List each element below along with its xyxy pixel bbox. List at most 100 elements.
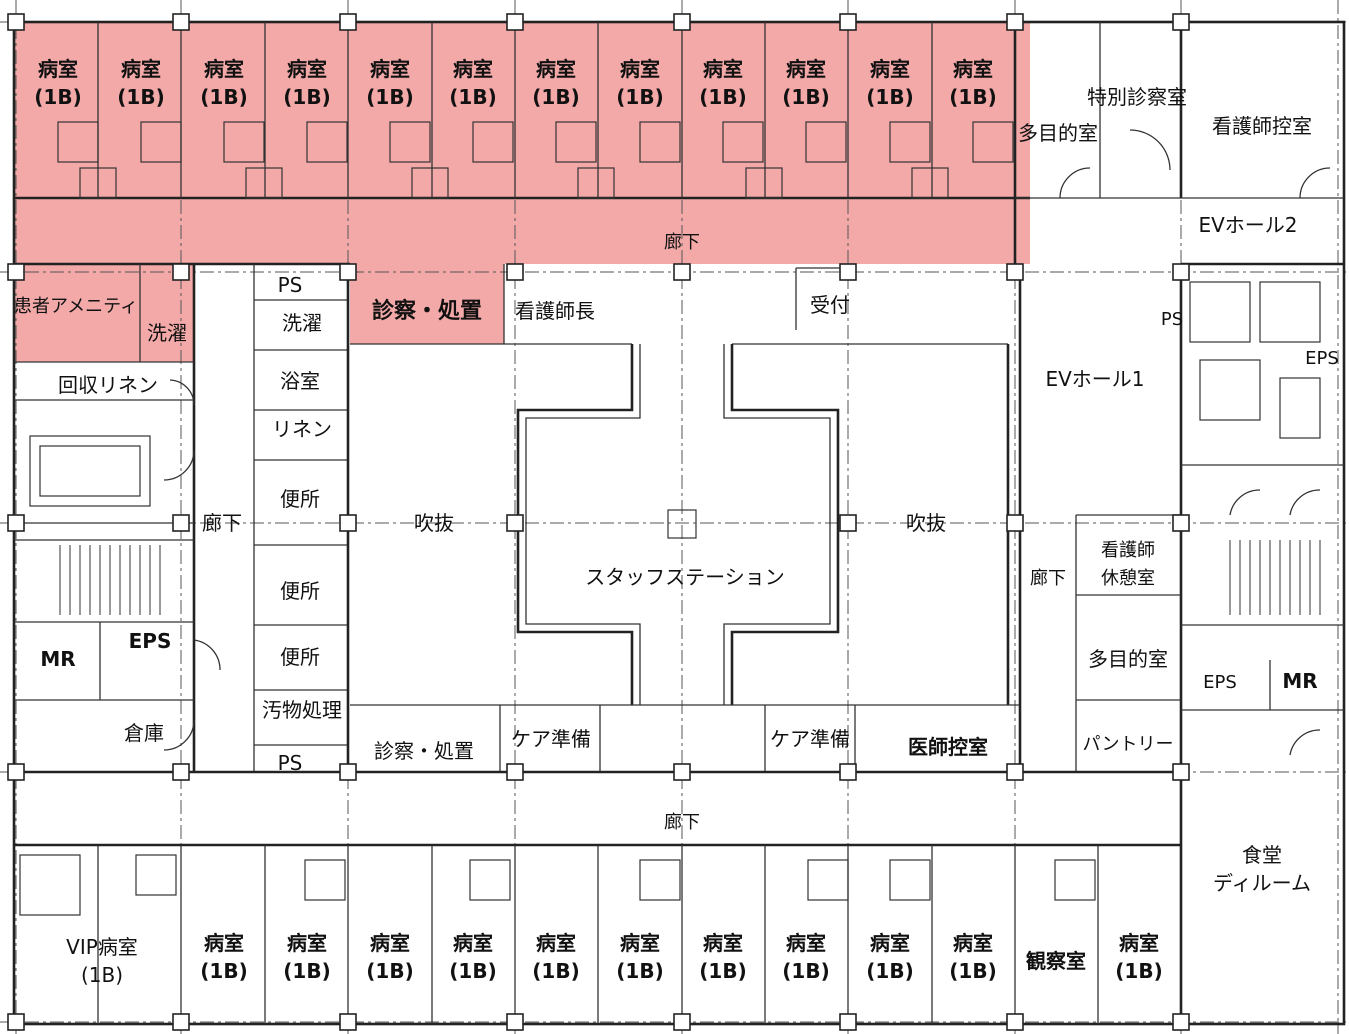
eps-label: EPS (129, 629, 172, 653)
room-class: (1B) (699, 85, 746, 109)
eps-label: EPS (1305, 348, 1339, 369)
eps-label: EPS (1203, 672, 1237, 693)
room-class: (1B) (449, 85, 496, 109)
room-class: (1B) (1115, 959, 1162, 983)
ps-label: PS (278, 273, 303, 297)
corridor-label: 廊下 (664, 232, 700, 253)
top-room-labels: 病室 (1B) 病室 (1B) 病室 (1B) 病室 (1B) 病室 (1B) … (34, 57, 996, 109)
room-class: (1B) (283, 85, 330, 109)
corridor-label: 廊下 (1030, 568, 1066, 589)
room-class: (1B) (782, 85, 829, 109)
nurse-rest-label: 看護師 (1101, 540, 1155, 561)
room-label: 病室 (953, 931, 993, 955)
bath-label: 浴室 (280, 369, 320, 393)
room-label: 病室 (38, 57, 78, 81)
room-class: (1B) (782, 959, 829, 983)
room-label: 病室 (786, 931, 826, 955)
toilet-label: 便所 (280, 579, 320, 603)
highlight-zone (14, 22, 1030, 362)
soiled-utility-label: 汚物処理 (262, 698, 342, 722)
storage-label: 倉庫 (124, 721, 164, 745)
room-class: (1B) (200, 959, 247, 983)
toilet-label: 便所 (280, 487, 320, 511)
room-class: (1B) (866, 85, 913, 109)
ps-label: PS (278, 751, 303, 775)
room-class: (1B) (117, 85, 164, 109)
nurse-rest-label: 休憩室 (1101, 568, 1155, 589)
right-stairs (1229, 540, 1321, 615)
toilet-label: 便所 (280, 645, 320, 669)
room-label: 病室 (786, 57, 826, 81)
pantry-label: パントリー (1083, 734, 1174, 755)
ev-hall-1-label: EVホール1 (1045, 367, 1144, 391)
room-labels: 特別診察室 多目的室 看護師控室 EVホール2 廊下 患者アメニティ 洗濯 PS… (14, 85, 1339, 895)
room-class: (1B) (532, 959, 579, 983)
room-class: (1B) (616, 85, 663, 109)
top-room-walls (14, 22, 1030, 264)
room-label: 病室 (703, 57, 743, 81)
room-class: (1B) (34, 85, 81, 109)
room-class: (1B) (366, 959, 413, 983)
nurse-waiting-label: 看護師控室 (1212, 114, 1312, 138)
mr-label: MR (40, 647, 75, 671)
special-exam-label: 特別診察室 (1087, 85, 1187, 109)
care-prep-label: ケア準備 (770, 727, 850, 751)
room-class: (1B) (866, 959, 913, 983)
care-prep-label: ケア準備 (511, 727, 591, 751)
bottom-room-labels: VIP病室 (1B) 病室 (1B) 病室 (1B) 病室 (1B) 病室 (1… (66, 931, 1163, 987)
room-label: 病室 (953, 57, 993, 81)
staff-station-label: スタッフステーション (585, 565, 785, 589)
mr-label: MR (1282, 669, 1317, 693)
room-class: (1B) (200, 85, 247, 109)
upper-right-walls (1015, 22, 1344, 266)
multipurpose-label: 多目的室 (1018, 121, 1098, 145)
room-class: (1B) (283, 959, 330, 983)
vip-room-class: (1B) (81, 963, 123, 987)
room-label: 病室 (287, 57, 327, 81)
room-label: 病室 (620, 931, 660, 955)
room-label: 病室 (703, 931, 743, 955)
room-class: (1B) (616, 959, 663, 983)
reception-label: 受付 (810, 293, 850, 317)
ps-label: PS (1161, 309, 1183, 330)
atrium-label: 吹抜 (414, 511, 454, 535)
room-label: 病室 (870, 931, 910, 955)
structural-columns (7, 13, 1190, 1031)
exam-treatment-label: 診察・処置 (374, 739, 474, 763)
dining-label: ディルーム (1213, 871, 1311, 895)
room-class: (1B) (949, 959, 996, 983)
top-room-fixtures (57, 121, 1014, 199)
room-class: (1B) (949, 85, 996, 109)
head-nurse-label: 看護師長 (515, 299, 595, 323)
room-label: 病室 (121, 57, 161, 81)
room-class: (1B) (449, 959, 496, 983)
room-label: 病室 (370, 57, 410, 81)
room-label: 病室 (1119, 931, 1159, 955)
linen-label: リネン (272, 417, 332, 441)
corridor-label: 廊下 (202, 511, 242, 535)
doctor-room-label: 医師控室 (908, 735, 988, 759)
room-label: 病室 (204, 931, 244, 955)
ev-hall-2-label: EVホール2 (1198, 213, 1297, 237)
room-label: 病室 (870, 57, 910, 81)
room-label: 病室 (536, 57, 576, 81)
room-label: 病室 (287, 931, 327, 955)
room-label: 病室 (204, 57, 244, 81)
collect-linen-label: 回収リネン (58, 373, 158, 397)
room-label: 病室 (453, 931, 493, 955)
room-label: 病室 (536, 931, 576, 955)
room-label: 病室 (370, 931, 410, 955)
room-label: 病室 (453, 57, 493, 81)
laundry-label: 洗濯 (282, 311, 322, 335)
patient-amenity-label: 患者アメニティ (14, 296, 138, 317)
atrium-label: 吹抜 (906, 511, 946, 535)
laundry-label: 洗濯 (147, 321, 187, 345)
vip-room-label: VIP病室 (66, 935, 138, 959)
room-label: 病室 (620, 57, 660, 81)
room-class: (1B) (699, 959, 746, 983)
multipurpose-label: 多目的室 (1088, 647, 1168, 671)
observation-label: 観察室 (1026, 949, 1086, 973)
left-stairs (59, 545, 161, 615)
dining-label: 食堂 (1242, 843, 1282, 867)
